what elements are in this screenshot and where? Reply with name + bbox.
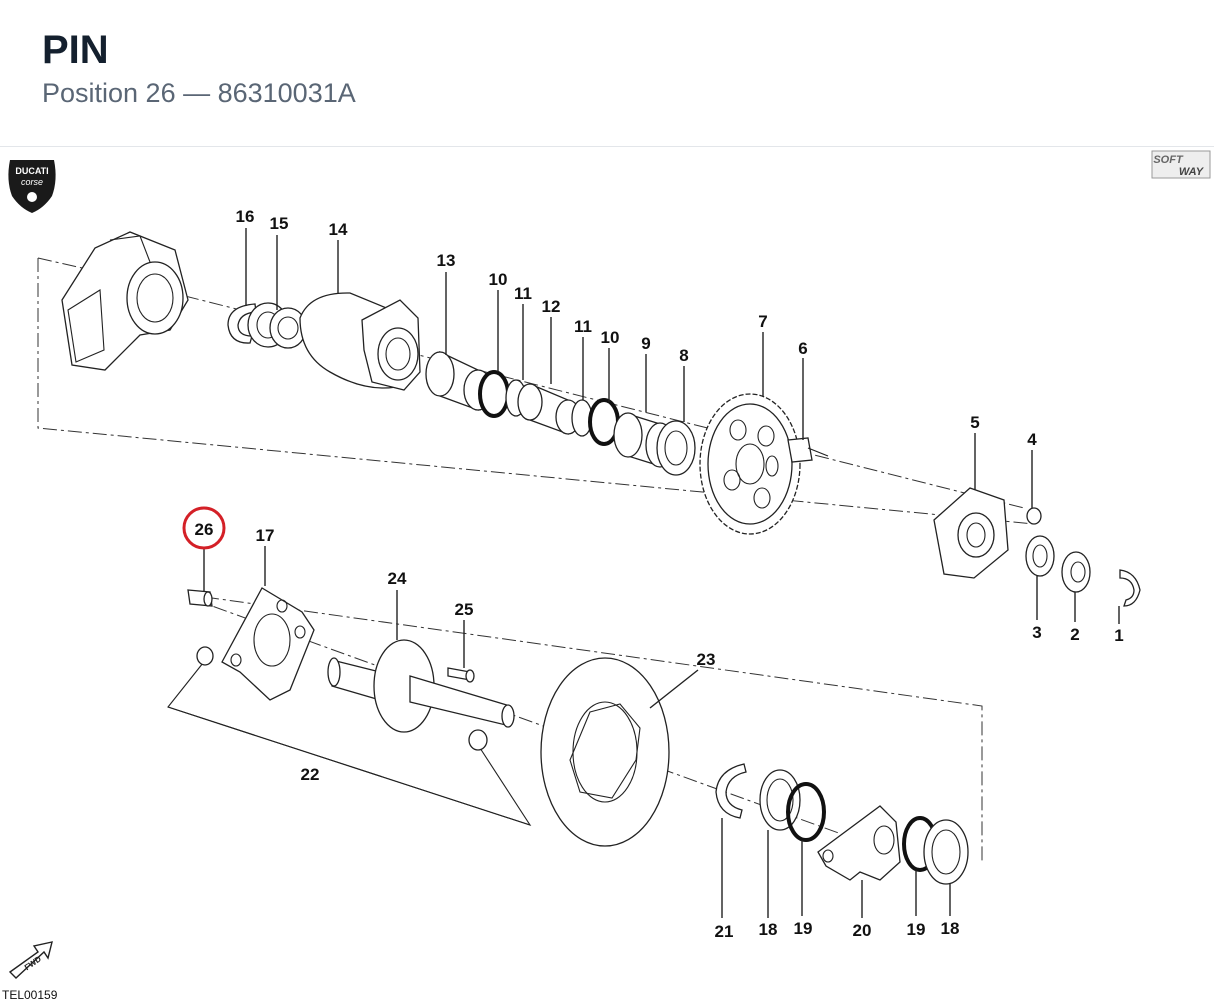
callout-1: 1 — [1114, 626, 1123, 645]
page-subtitle: Position 26 — 86310031A — [42, 78, 356, 108]
drawing-reference: TEL00159 — [2, 988, 58, 1002]
softway-text-bottom: WAY — [1179, 166, 1205, 178]
part-6-stud — [787, 437, 829, 463]
callout-26: 26 — [195, 520, 214, 539]
part-swingarm-end — [61, 231, 189, 371]
ducati-corse-logo: DUCATI corse — [8, 160, 56, 213]
callout-20: 20 — [853, 921, 872, 940]
callout-23: 23 — [697, 650, 716, 669]
callout-19a: 19 — [794, 919, 813, 938]
logo-brand-text: DUCATI — [15, 166, 48, 176]
part-17-caliper-bracket — [221, 587, 315, 701]
part-18-ring-a — [759, 769, 801, 831]
part-3-washer — [1025, 535, 1055, 577]
callout-15: 15 — [270, 214, 289, 233]
callout-9: 9 — [641, 334, 650, 353]
fwd-text: FWD — [23, 954, 43, 972]
page-header: PIN Position 26 — 86310031A — [0, 0, 1214, 147]
callout-14: 14 — [329, 220, 348, 239]
callout-2: 2 — [1070, 625, 1079, 644]
part-14-eccentric-hub — [299, 292, 421, 391]
part-26-pin — [187, 589, 214, 666]
part-23-brake-disc — [540, 657, 670, 847]
part-4-nut — [1026, 507, 1042, 525]
part-12-needle-bearing — [517, 383, 581, 435]
callout-5: 5 — [970, 413, 979, 432]
part-22-bracket — [167, 662, 532, 827]
part-2-nut — [1061, 551, 1091, 593]
part-5-flange — [933, 487, 1009, 579]
callout-18a: 18 — [759, 920, 778, 939]
callout-18b: 18 — [941, 919, 960, 938]
callout-21: 21 — [715, 922, 734, 941]
callout-24: 24 — [388, 569, 407, 588]
callout-17: 17 — [256, 526, 275, 545]
callout-19b: 19 — [907, 920, 926, 939]
callout-8: 8 — [679, 346, 688, 365]
part-19-oring-a — [786, 782, 826, 842]
callout-12: 12 — [542, 297, 561, 316]
callout-16: 16 — [236, 207, 255, 226]
fwd-arrow-icon: FWD — [8, 941, 53, 979]
part-13-spacer — [425, 350, 493, 411]
part-10-bearing-a — [478, 370, 510, 418]
part-24-axle — [327, 639, 515, 733]
highlight-ring-26 — [182, 506, 226, 550]
part-20-caliper-plate — [817, 805, 901, 881]
callout-4: 4 — [1027, 430, 1037, 449]
callout-11a: 11 — [514, 284, 532, 303]
callout-10b: 10 — [601, 328, 620, 347]
part-1-circlip — [1119, 569, 1141, 607]
callout-6: 6 — [798, 339, 807, 358]
part-22-dowel — [468, 729, 488, 751]
callout-11b: 11 — [574, 317, 592, 336]
softway-text-top: SOFT — [1153, 154, 1184, 166]
part-7-sprocket — [699, 393, 801, 535]
assembly-axis-lines — [37, 257, 1035, 862]
callout-3: 3 — [1032, 623, 1041, 642]
logo-sub-text: corse — [21, 177, 43, 187]
callout-labels: 16 15 14 13 10 11 12 11 10 9 8 7 6 5 4 3… — [195, 207, 1124, 941]
callout-22: 22 — [301, 765, 320, 784]
callout-leader-lines — [203, 228, 1120, 918]
part-21-circlip — [715, 763, 747, 819]
part-15-bearing — [247, 302, 307, 349]
part-18-ring-b — [923, 819, 969, 885]
callout-7: 7 — [758, 312, 767, 331]
callout-10a: 10 — [489, 270, 508, 289]
part-25-bolt — [447, 667, 475, 683]
part-8-seal — [656, 420, 696, 476]
softway-logo: SOFT WAY — [1151, 150, 1211, 179]
callout-13: 13 — [437, 251, 456, 270]
callout-25: 25 — [455, 600, 474, 619]
page-title: PIN — [42, 28, 109, 72]
